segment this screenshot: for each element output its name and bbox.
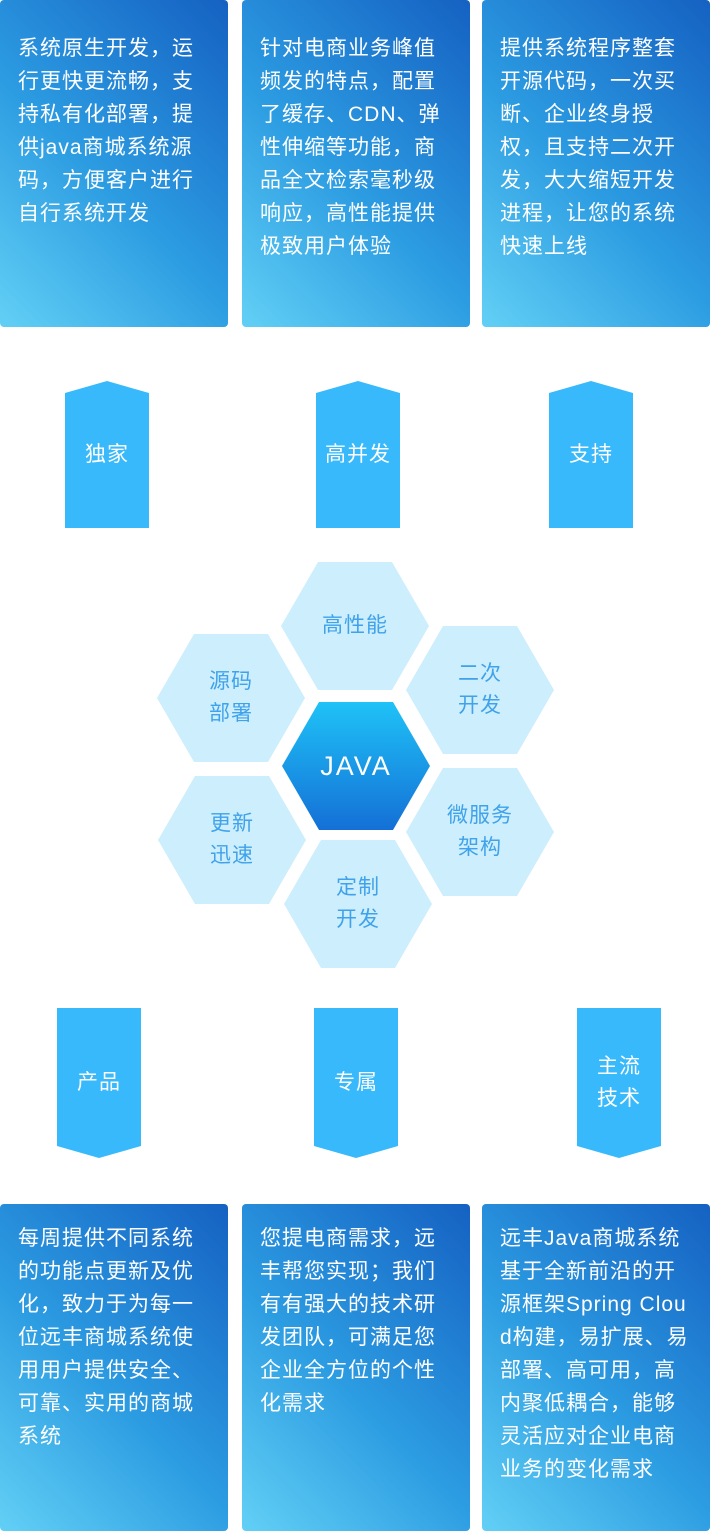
feature-card-text: 提供系统程序整套开源代码，一次买断、企业终身授权，且支持二次开发，大大缩短开发进… — [500, 37, 676, 258]
feature-card-text: 您提电商需求，远丰帮您实现；我们有有强大的技术研发团队，可满足您企业全方位的个性… — [260, 1227, 436, 1415]
hex-label: JAVA — [320, 751, 392, 781]
hex-high-performance: 高性能 — [281, 562, 429, 690]
feature-card-text: 系统原生开发，运行更快更流畅，支持私有化部署，提供java商城系统源码，方便客户… — [18, 37, 194, 225]
hex-label: 更新 迅速 — [210, 812, 254, 867]
hex-label: 源码 部署 — [209, 670, 253, 725]
hex-fast-update: 更新 迅速 — [158, 776, 306, 904]
tag-exclusive: 独家 — [65, 381, 149, 528]
hex-label: 二次 开发 — [458, 662, 502, 717]
tag-mainstream-tech: 主流 技术 — [577, 1008, 661, 1158]
tag-label: 支持 — [569, 442, 613, 466]
tag-exclusive-service: 专属 — [314, 1008, 398, 1158]
tag-label: 产品 — [77, 1071, 121, 1094]
hex-label: 定制 开发 — [336, 876, 380, 931]
tag-high-concurrency: 高并发 — [316, 381, 400, 528]
feature-card-text: 针对电商业务峰值频发的特点，配置了缓存、CDN、弹性伸缩等功能，商品全文检索毫秒… — [260, 37, 441, 258]
hex-source-deploy: 源码 部署 — [157, 634, 305, 762]
feature-card-exclusive: 系统原生开发，运行更快更流畅，支持私有化部署，提供java商城系统源码，方便客户… — [0, 0, 228, 327]
hex-microservice: 微服务 架构 — [406, 768, 554, 896]
tag-product: 产品 — [57, 1008, 141, 1158]
tag-support: 支持 — [549, 381, 633, 528]
hex-label: 高性能 — [322, 614, 388, 637]
tag-label: 专属 — [334, 1071, 378, 1094]
feature-card-text: 每周提供不同系统的功能点更新及优化，致力于为每一位远丰商城系统使用用户提供安全、… — [18, 1227, 194, 1448]
tag-label: 独家 — [85, 442, 129, 466]
tag-label: 高并发 — [325, 442, 391, 466]
hex-custom-dev: 定制 开发 — [284, 840, 432, 968]
hex-label: 微服务 架构 — [447, 804, 513, 859]
tag-label: 主流 技术 — [597, 1055, 641, 1110]
feature-card-product: 每周提供不同系统的功能点更新及优化，致力于为每一位远丰商城系统使用用户提供安全、… — [0, 1204, 228, 1531]
hex-java: JAVA — [282, 702, 430, 830]
hex-secondary-dev: 二次 开发 — [406, 626, 554, 754]
feature-card-high-concurrency: 针对电商业务峰值频发的特点，配置了缓存、CDN、弹性伸缩等功能，商品全文检索毫秒… — [242, 0, 470, 327]
feature-card-exclusive-service: 您提电商需求，远丰帮您实现；我们有有强大的技术研发团队，可满足您企业全方位的个性… — [242, 1204, 470, 1531]
feature-card-mainstream-tech: 远丰Java商城系统基于全新前沿的开源框架Spring Cloud构建，易扩展、… — [482, 1204, 710, 1531]
feature-card-text: 远丰Java商城系统基于全新前沿的开源框架Spring Cloud构建，易扩展、… — [500, 1227, 689, 1481]
feature-card-support: 提供系统程序整套开源代码，一次买断、企业终身授权，且支持二次开发，大大缩短开发进… — [482, 0, 710, 327]
